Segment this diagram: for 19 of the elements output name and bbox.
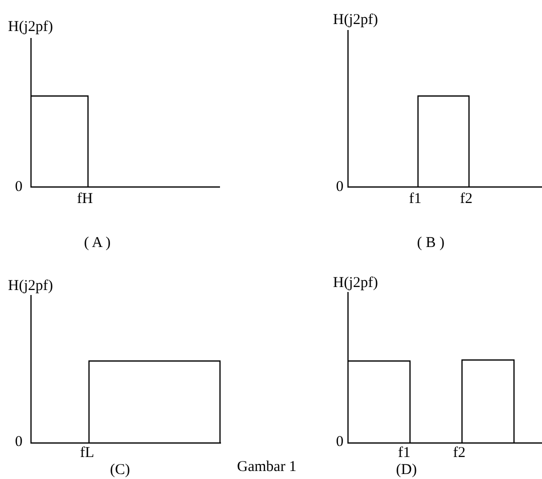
tick-label: f2: [453, 445, 466, 461]
axis-label: H(j2pf): [8, 278, 53, 294]
panel-label: ( B ): [417, 235, 444, 251]
tick-label: f1: [409, 191, 422, 207]
tick-label: f2: [460, 191, 472, 207]
panel-label: (D): [396, 462, 417, 478]
tick-label: 0: [15, 179, 22, 195]
axis-label: H(j2pf): [333, 275, 378, 291]
panel-label: (C): [110, 462, 130, 478]
axis-label: H(j2pf): [333, 12, 378, 28]
panel-label: ( A ): [84, 235, 111, 251]
tick-label: f1: [398, 445, 410, 461]
figure-caption: Gambar 1: [237, 459, 297, 475]
tick-label: fL: [80, 445, 94, 461]
tick-label: 0: [336, 179, 344, 195]
tick-label: 0: [336, 434, 344, 450]
axis-label: H(j2pf): [8, 19, 53, 35]
tick-label: 0: [15, 434, 22, 450]
tick-label: fH: [77, 191, 93, 207]
